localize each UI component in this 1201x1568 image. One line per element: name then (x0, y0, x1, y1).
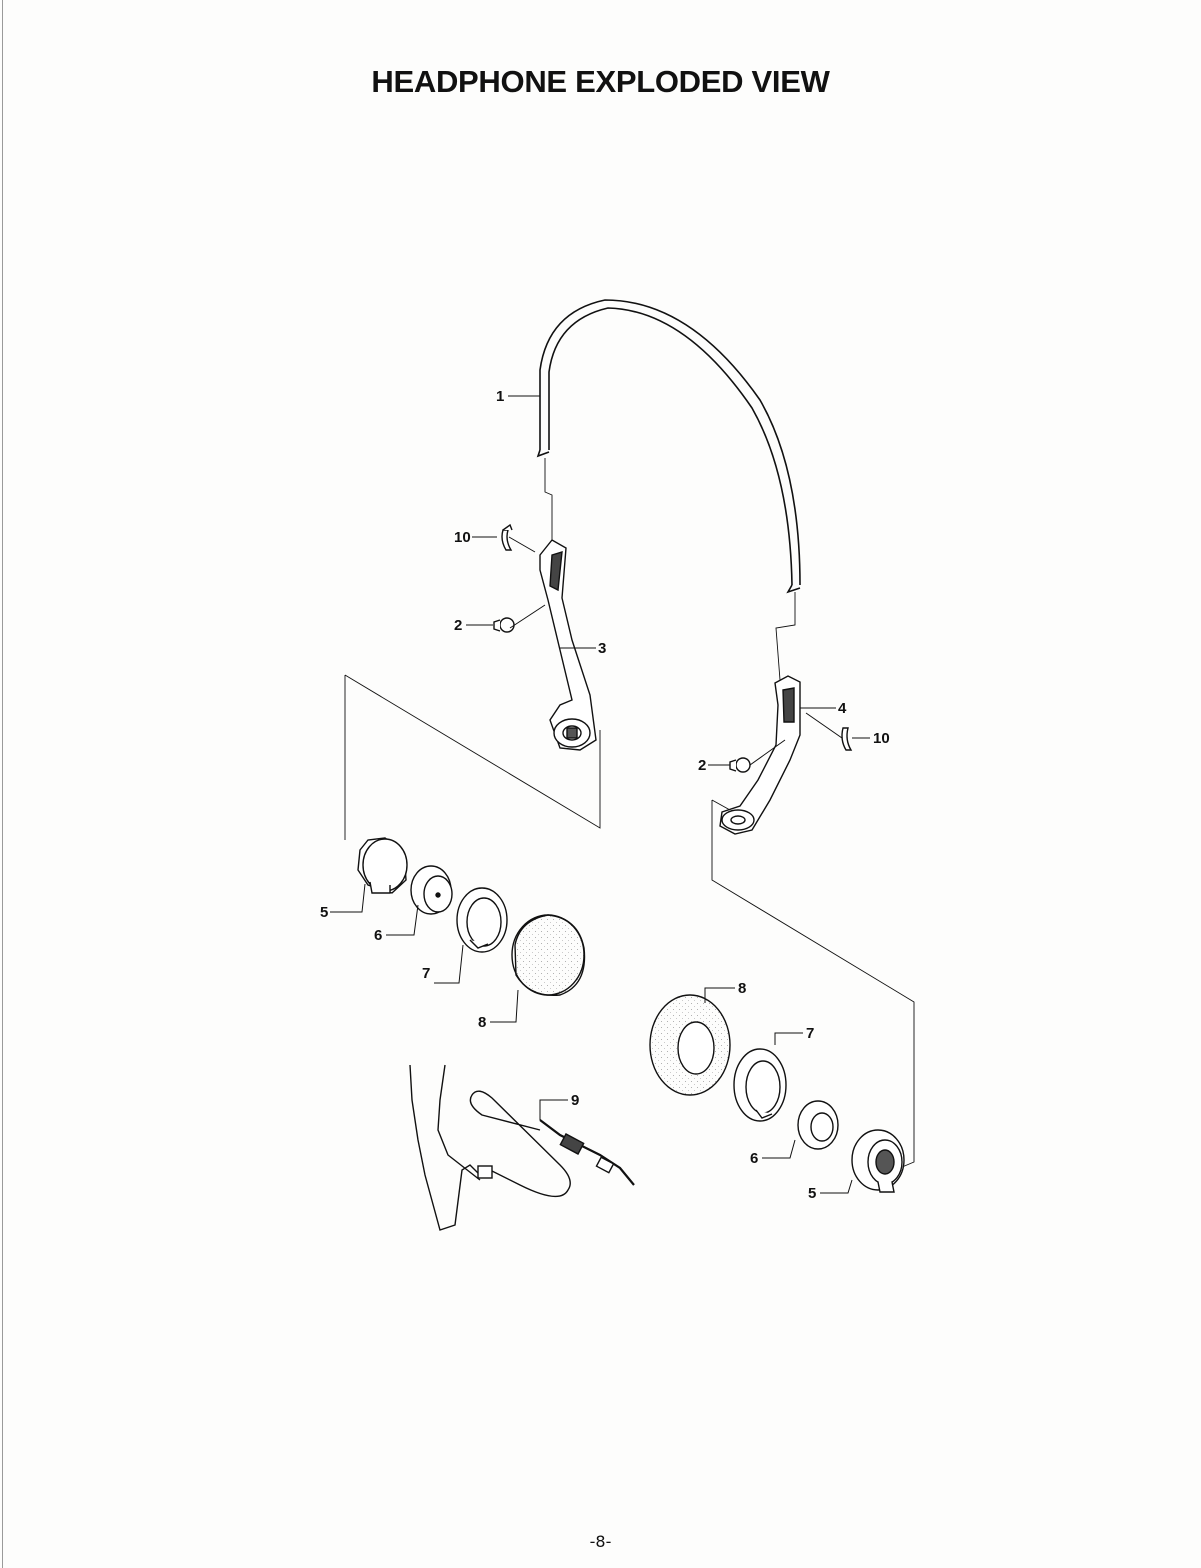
callout-8-right: 8 (738, 980, 746, 997)
callout-9: 9 (571, 1092, 579, 1109)
callout-6-right: 6 (750, 1150, 758, 1167)
callout-1: 1 (496, 388, 504, 405)
callout-2-left: 2 (454, 617, 462, 634)
cord-with-plug (410, 1065, 634, 1230)
callout-7-left: 7 (422, 965, 430, 982)
callout-3: 3 (598, 640, 606, 657)
slider-arm-right (720, 676, 800, 834)
page-number: -8- (0, 1532, 1201, 1551)
driver-right (798, 1101, 838, 1149)
cap-right (730, 758, 750, 772)
housing-right (852, 1130, 904, 1192)
callout-4: 4 (838, 700, 847, 717)
callout-2-right: 2 (698, 757, 706, 774)
clip-right (842, 728, 851, 750)
callout-10-right: 10 (873, 730, 890, 747)
driver-left (411, 866, 452, 914)
callout-10-left: 10 (454, 529, 471, 546)
callout-8-left: 8 (478, 1014, 486, 1031)
callout-6-left: 6 (374, 927, 382, 944)
headband (538, 300, 800, 592)
callout-labels: 1 10 2 3 4 10 2 5 6 7 8 8 7 9 6 5 (320, 388, 890, 1202)
assembly-guide-lines (345, 458, 914, 1170)
pad-right (650, 995, 730, 1095)
slider-arm-left (540, 540, 596, 750)
ring-left (457, 888, 507, 952)
callout-5-right: 5 (808, 1185, 816, 1202)
cap-left (494, 618, 514, 632)
callout-5-left: 5 (320, 904, 328, 921)
callout-7-right: 7 (806, 1025, 814, 1042)
pad-left (512, 915, 585, 995)
ring-right (734, 1049, 786, 1121)
